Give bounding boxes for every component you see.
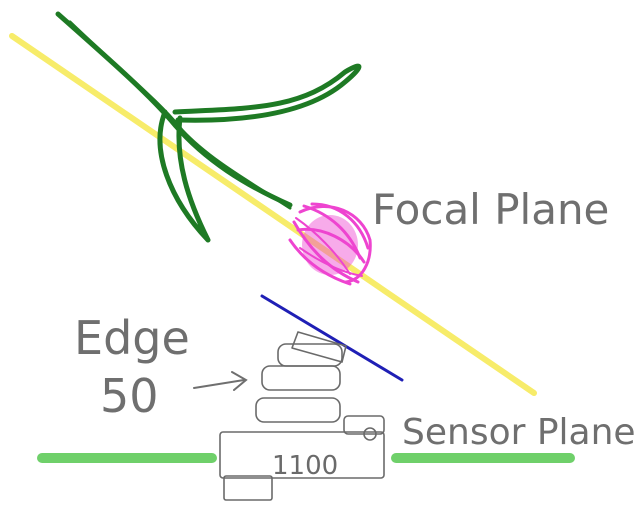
lens-element-3 [262,366,340,390]
edge-label: Edge [74,311,190,365]
lens-mount [256,398,340,422]
camera-bottom [224,476,272,500]
leaf-right [175,66,359,120]
focal-plane-label: Focal Plane [372,185,609,234]
camera-model-text: 1100 [272,451,338,481]
lens-element-top [292,332,346,362]
edge-arrow [194,372,246,390]
edge-number-label: 50 [100,369,159,423]
lens-plane-line [262,296,402,380]
lens-element-2 [278,344,342,366]
sensor-plane-label: Sensor Plane [402,412,636,453]
